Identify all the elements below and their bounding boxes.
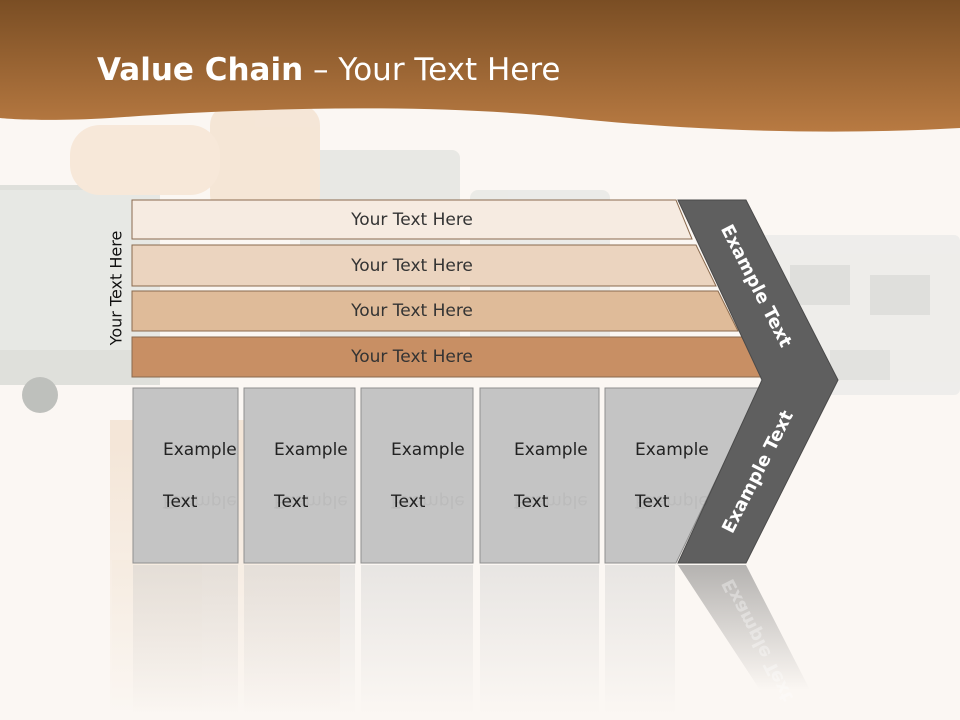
band-4-shape (131, 336, 763, 378)
header-band (0, 0, 960, 132)
title-bold: Value Chain (97, 52, 304, 88)
reflection (133, 565, 810, 715)
box-3-shape (360, 387, 474, 564)
chevron-arrow (677, 199, 839, 564)
box-1-shape (132, 387, 239, 564)
band-3-shape (131, 290, 739, 332)
box-5-shape (604, 387, 761, 564)
box-2-shape (243, 387, 356, 564)
band-2-shape (131, 244, 717, 287)
box-4-shape (479, 387, 600, 564)
title-rest: – Your Text Here (303, 52, 561, 88)
band-1-shape (131, 199, 693, 240)
side-label: Your Text Here (106, 230, 126, 346)
slide-title: Value Chain – Your Text Here (97, 52, 560, 88)
